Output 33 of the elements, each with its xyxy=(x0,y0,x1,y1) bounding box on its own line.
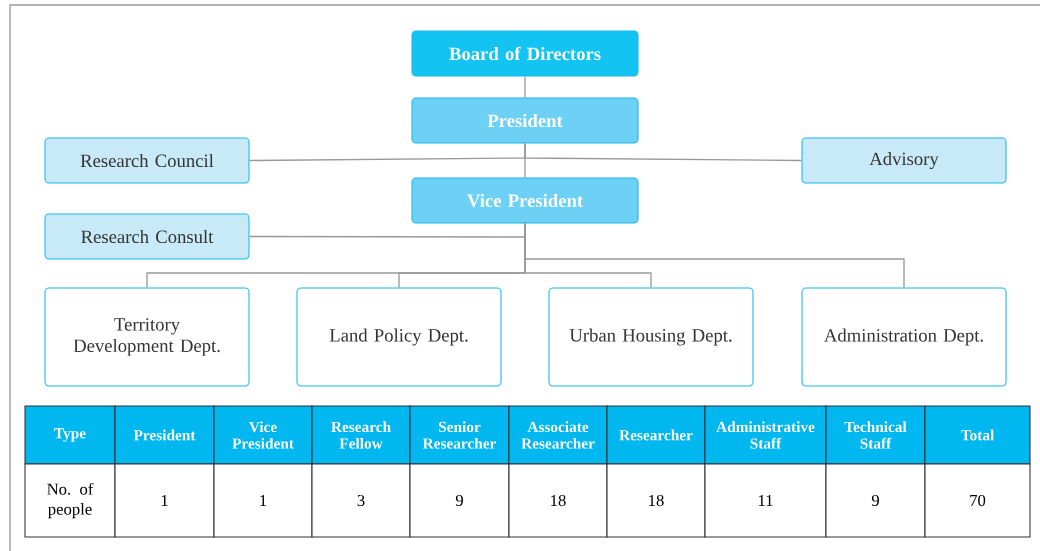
table-cell: 1 xyxy=(213,463,313,538)
table-cell: 1 xyxy=(114,463,215,538)
table-header-cell: Administrative Staff xyxy=(704,405,827,465)
connector-line xyxy=(524,75,526,99)
connector-line xyxy=(524,222,905,289)
department-box: Administration Dept. xyxy=(801,287,1007,387)
executive-box: President xyxy=(411,97,639,144)
leader-box: Board of Directors xyxy=(411,30,639,77)
table-cell: 18 xyxy=(606,463,706,538)
table-cell: No. of people xyxy=(24,463,116,538)
table-header-cell: Vice President xyxy=(213,405,313,465)
table-header-cell: Research Fellow xyxy=(311,405,411,465)
table-cell: 18 xyxy=(508,463,608,538)
table-cell: 9 xyxy=(825,463,926,538)
table-header-cell: Associate Researcher xyxy=(508,405,608,465)
advisory-box: Research Council xyxy=(44,137,250,184)
table-header-cell: Type xyxy=(24,405,116,465)
advisory-box: Advisory xyxy=(801,137,1007,184)
table-cell: 3 xyxy=(311,463,411,538)
table-cell: 70 xyxy=(924,463,1031,538)
table-header-cell: Total xyxy=(924,405,1031,465)
table-header-cell: Technical Staff xyxy=(825,405,926,465)
table-header-cell: Researcher xyxy=(606,405,706,465)
table-cell: 11 xyxy=(704,463,827,538)
department-box: Urban Housing Dept. xyxy=(548,287,754,387)
connector-line xyxy=(524,142,803,162)
table-header-cell: Senior Researcher xyxy=(409,405,510,465)
executive-box: Vice President xyxy=(411,177,639,224)
table-cell: 9 xyxy=(409,463,510,538)
department-box: Territory Development Dept. xyxy=(44,287,250,387)
department-box: Land Policy Dept. xyxy=(296,287,502,387)
advisory-box: Research Consult xyxy=(44,213,250,260)
table-header-cell: President xyxy=(114,405,215,465)
